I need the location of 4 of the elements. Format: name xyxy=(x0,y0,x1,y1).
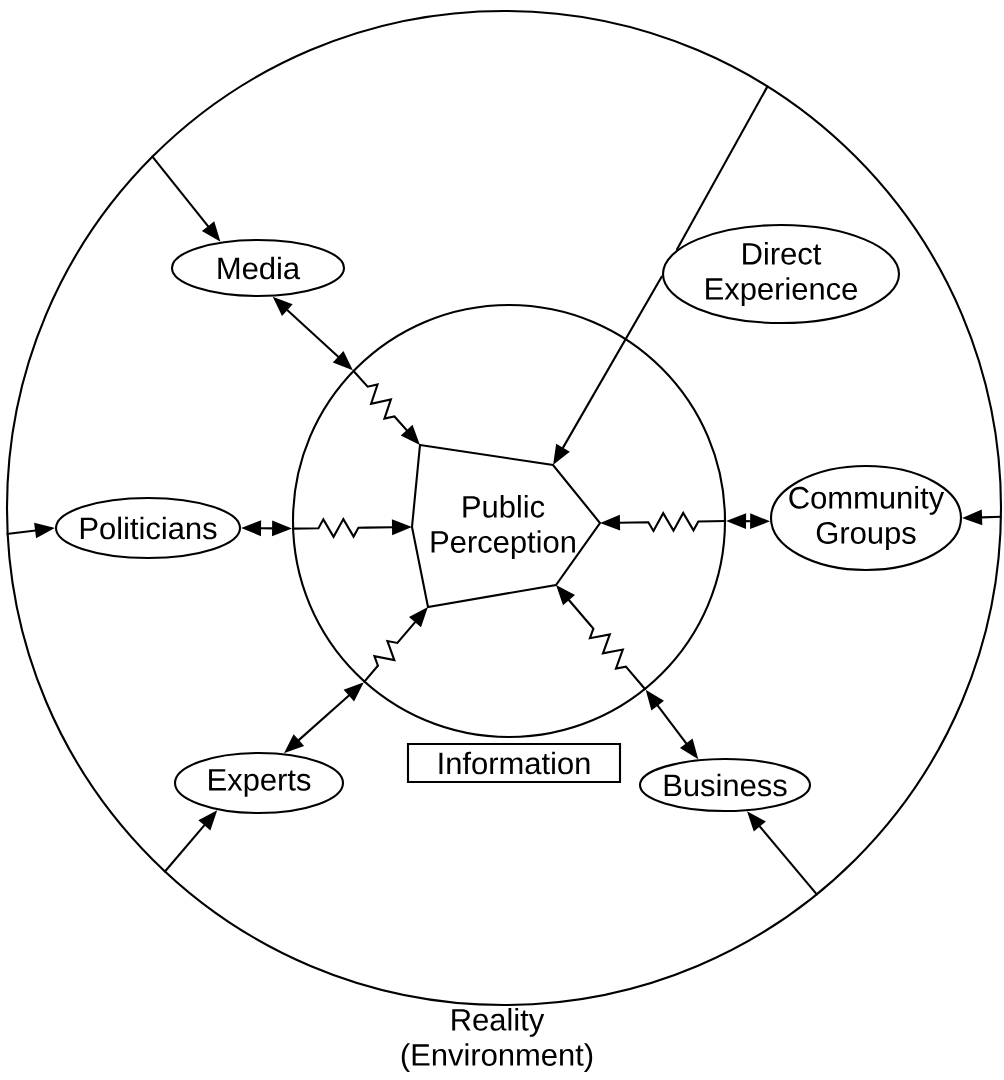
hexagon: Public Perception xyxy=(410,443,602,609)
connector-line xyxy=(675,85,769,251)
text-box: Information xyxy=(406,742,622,784)
node-label: Reality (Environment) xyxy=(401,1008,593,1072)
